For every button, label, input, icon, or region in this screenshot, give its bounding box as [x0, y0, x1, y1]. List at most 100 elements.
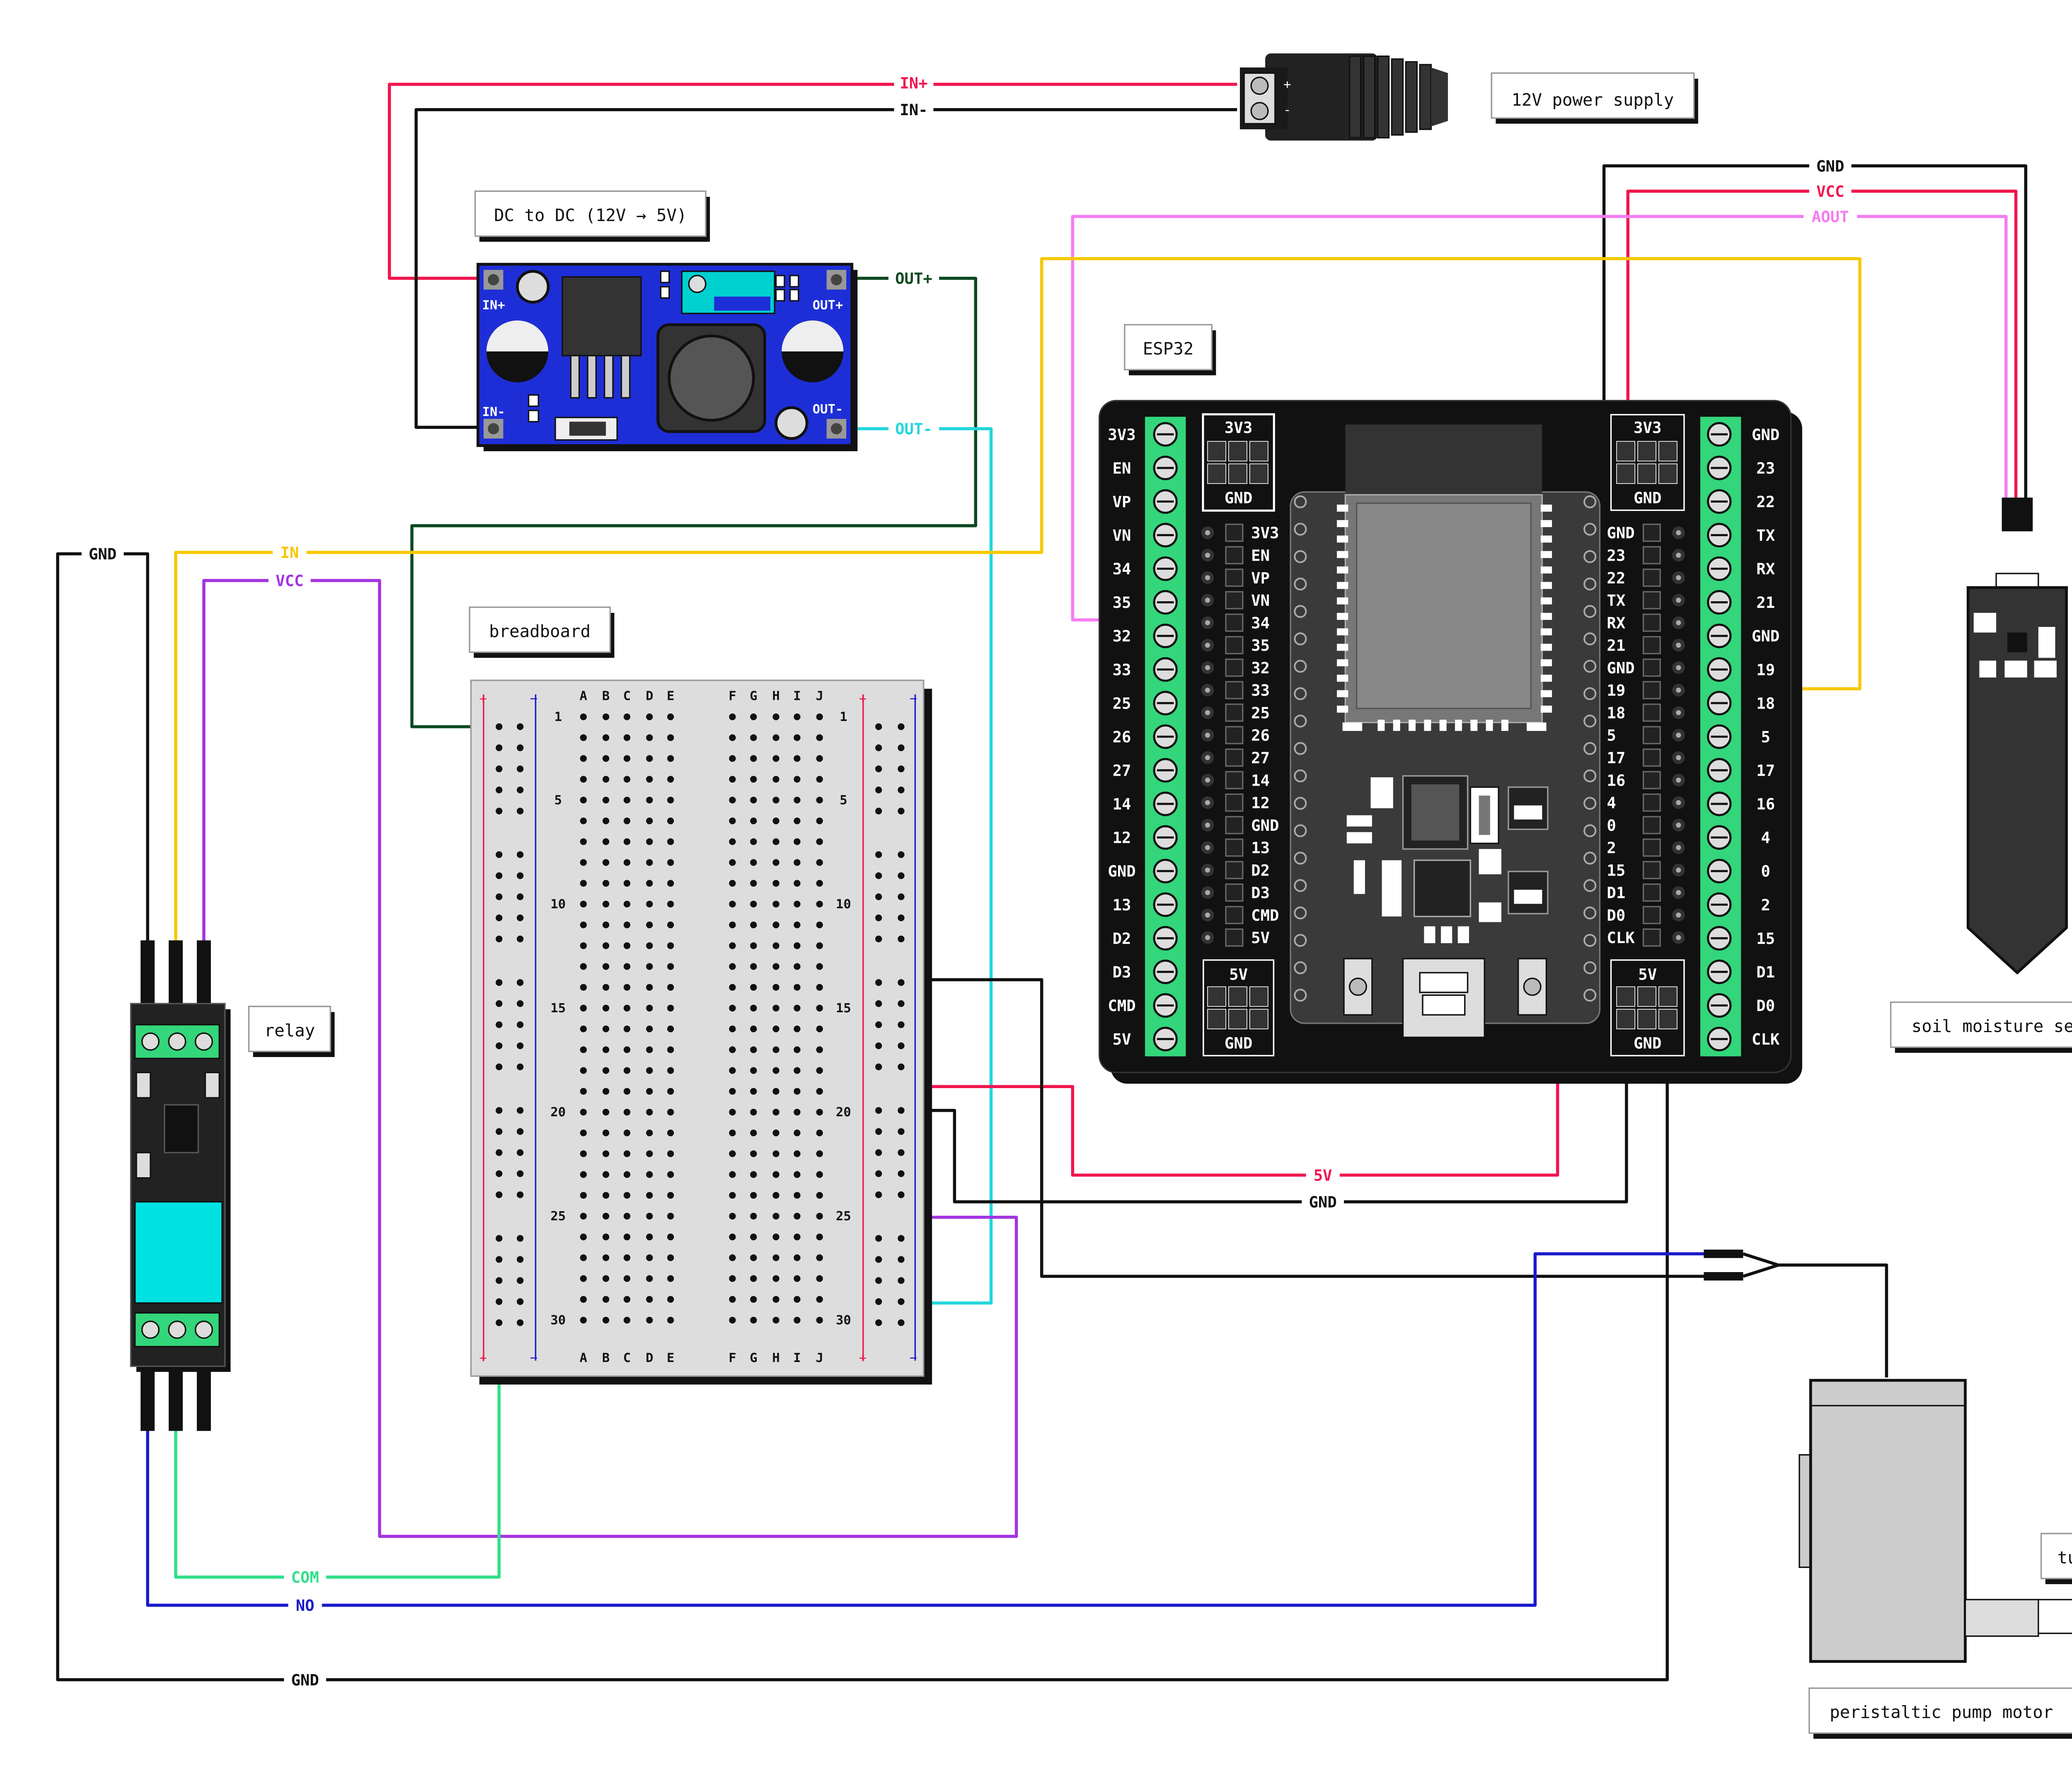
left-inner-label: VP [1251, 569, 1270, 587]
bb-col-label: J [816, 689, 823, 703]
header-gnd-left2-label: GND [1225, 1034, 1252, 1052]
esp32-board: 3V3ENVPVN343532332526271412GND13D2D3CMD5… [1099, 400, 1802, 1084]
right-terminal-label: D1 [1756, 963, 1775, 981]
left-inner-label: 25 [1251, 704, 1270, 722]
breadboard-holes [496, 713, 905, 1326]
bb-row-label: 20 [550, 1105, 566, 1120]
wire-in-plus [387, 82, 1237, 280]
power-supply-box: 12V power supply [1491, 72, 1698, 124]
jack-minus-label: - [1283, 103, 1291, 117]
right-terminal-label: 18 [1756, 694, 1775, 712]
label-out-plus: OUT+ [895, 269, 932, 288]
dcdc-label: DC to DC (12V → 5V) [494, 205, 687, 225]
left-inner-label: 34 [1251, 614, 1270, 632]
relay-module [130, 940, 231, 1431]
wire-com [174, 1325, 501, 1579]
dc-jack: + - [1240, 53, 1448, 141]
left-inner-label: EN [1251, 547, 1270, 565]
right-inner-label: 15 [1607, 861, 1625, 879]
soil-sensor-box: soil moisture sensor [1890, 1001, 2072, 1053]
devkit-pins [1294, 495, 1597, 1002]
label-in-minus: IN- [900, 101, 927, 119]
right-terminal-label: 4 [1761, 829, 1770, 847]
left-inner-label: 26 [1251, 726, 1270, 745]
wire-in-minus [414, 108, 1237, 429]
header-5v-left: 5V GND [1203, 959, 1275, 1057]
header-5v-right: 5V GND [1610, 959, 1685, 1057]
bb-row-label: 10 [550, 897, 566, 912]
right-terminal-label: 2 [1761, 896, 1770, 914]
dcdc-in-minus: IN- [482, 405, 505, 419]
right-inner-label: 16 [1607, 771, 1625, 789]
bb-col-label: D [646, 1351, 653, 1365]
left-inner-label: 12 [1251, 794, 1270, 812]
right-inner-label: 22 [1607, 569, 1625, 587]
left-terminal-label: 3V3 [1108, 426, 1135, 444]
label-gnd-mid: GND [1309, 1193, 1336, 1211]
left-inner-label: 27 [1251, 749, 1270, 767]
bb-col-label: G [750, 689, 757, 703]
wire-no [146, 1252, 1704, 1607]
pump-box: peristaltic pump motor [1808, 1687, 2072, 1739]
bb-col-label: J [816, 1351, 823, 1365]
bb-col-label: B [602, 1351, 610, 1365]
label-5v: 5V [1314, 1166, 1332, 1185]
left-inner-label: 32 [1251, 659, 1270, 677]
label-gnd-bottom: GND [291, 1671, 319, 1689]
bb-col-label: F [729, 1351, 736, 1365]
left-inner-label: 3V3 [1251, 524, 1279, 542]
bb-minus-tl: − [530, 692, 537, 706]
right-inner-label: 5 [1607, 726, 1616, 745]
right-inner-label: 21 [1607, 636, 1625, 655]
left-inner-label: 35 [1251, 636, 1270, 655]
left-inner-label: 13 [1251, 839, 1270, 857]
bb-col-label: G [750, 1351, 757, 1365]
right-inner-label: RX [1607, 614, 1625, 632]
wire-pump-lead [1743, 1252, 1780, 1278]
left-terminal-label: 12 [1113, 829, 1131, 847]
esp32-label: ESP32 [1143, 339, 1193, 359]
bb-minus-tr: − [910, 692, 917, 706]
right-terminal-label: TX [1756, 526, 1775, 544]
left-inner-label: 33 [1251, 681, 1270, 699]
left-terminal-label: D2 [1113, 929, 1131, 948]
left-terminal-label: 34 [1113, 560, 1131, 578]
header-5v-left-label: 5V [1229, 965, 1248, 983]
bb-row-label: 15 [550, 1001, 566, 1016]
esp32-box: ESP32 [1124, 324, 1216, 375]
wire-pump-main [1778, 1263, 1888, 1378]
esp32-devkit [1290, 424, 1601, 1038]
left-terminal-label: EN [1113, 459, 1131, 477]
left-inner-label: CMD [1251, 906, 1279, 924]
bb-col-label: I [793, 689, 801, 703]
soil-sensor [1966, 497, 2068, 975]
right-terminal-screws [1707, 422, 1732, 1052]
right-inner-label: D1 [1607, 884, 1625, 902]
label-sensor-aout: AOUT [1812, 208, 1849, 226]
right-terminal-label: GND [1752, 627, 1779, 645]
bb-row-label: 20 [836, 1105, 851, 1120]
bb-row-label: 1 [840, 710, 847, 724]
right-terminal-label: 5 [1761, 728, 1770, 746]
left-terminal-label: GND [1108, 862, 1135, 881]
dcdc-module: IN+ IN- OUT+ OUT- [477, 263, 858, 451]
bb-col-label: C [623, 689, 631, 703]
right-inner-label: CLK [1607, 929, 1635, 947]
right-inner-label: TX [1607, 591, 1625, 610]
right-inner-label: 2 [1607, 839, 1616, 857]
left-terminal-label: 33 [1113, 660, 1131, 679]
bb-col-label: A [580, 1351, 587, 1365]
header-3v3-right-label: 3V3 [1634, 419, 1661, 437]
relay-box: relay [248, 1006, 335, 1057]
tube-box: tube [2040, 1533, 2072, 1585]
left-terminal-label: CMD [1108, 997, 1135, 1015]
dcdc-out-plus: OUT+ [813, 298, 843, 312]
header-gnd-right2-label: GND [1634, 1034, 1661, 1052]
bb-minus-br: − [910, 1351, 917, 1365]
left-terminal-label: 35 [1113, 593, 1131, 612]
right-terminal-label: 19 [1756, 660, 1775, 679]
bb-col-label: H [772, 689, 779, 703]
bb-col-label: E [667, 689, 674, 703]
left-terminal-label: 27 [1113, 762, 1131, 780]
